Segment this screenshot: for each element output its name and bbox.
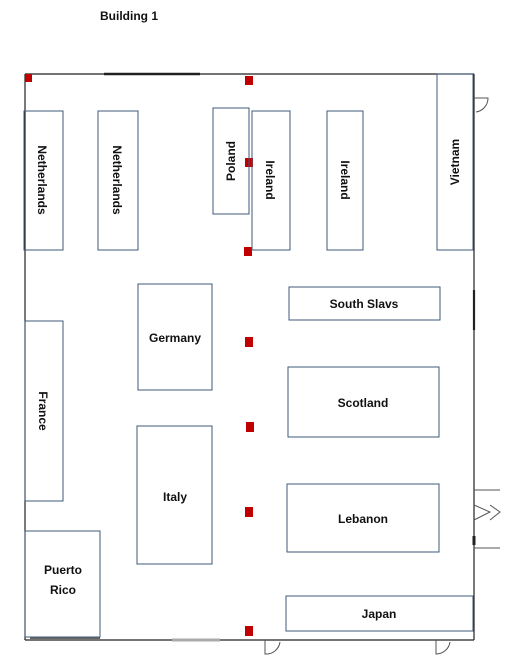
column-marker — [244, 247, 252, 256]
room-poland[interactable] — [212, 107, 250, 215]
column-marker — [245, 507, 253, 517]
room-label-japan: Japan — [362, 607, 397, 621]
room-france[interactable] — [24, 320, 64, 502]
door-right-double-leaf-2 — [489, 504, 501, 521]
door-right-top — [474, 97, 489, 113]
room-labels: Netherlands Netherlands Poland Ireland I… — [35, 139, 462, 621]
room-italy[interactable] — [136, 425, 213, 565]
room-netherlands-1[interactable] — [23, 110, 64, 251]
door-right-double-leaf-1 — [473, 504, 492, 521]
room-label-france: France — [36, 391, 50, 431]
room-label-south-slavs: South Slavs — [330, 297, 399, 311]
column-marker — [245, 337, 253, 347]
room-label-ireland-2: Ireland — [338, 160, 352, 199]
room-germany[interactable] — [137, 283, 213, 391]
room-japan[interactable] — [285, 595, 474, 632]
room-label-italy: Italy — [163, 490, 187, 504]
column-marker — [245, 76, 253, 85]
room-label-poland: Poland — [224, 141, 238, 181]
room-label-puerto-rico-line-1: Puerto — [44, 563, 82, 577]
room-puerto-rico[interactable] — [24, 530, 101, 638]
column-marker — [25, 74, 32, 82]
door-bottom-center — [264, 640, 281, 655]
room-label-ireland-1: Ireland — [263, 160, 277, 199]
column-marker — [246, 422, 254, 432]
door-bottom-right — [435, 640, 451, 655]
room-label-germany: Germany — [149, 331, 201, 345]
room-netherlands-2[interactable] — [97, 110, 139, 251]
room-ireland-1[interactable] — [251, 110, 291, 251]
room-scotland[interactable] — [287, 366, 440, 438]
room-label-puerto-rico-line-2: Rico — [50, 583, 76, 597]
diagram-title: Building 1 — [100, 9, 158, 23]
column-marker — [245, 626, 253, 636]
doors — [264, 97, 501, 655]
room-ireland-2[interactable] — [326, 110, 364, 251]
room-vietnam[interactable] — [436, 73, 474, 251]
rooms — [23, 73, 474, 638]
room-label-netherlands-2: Netherlands — [110, 145, 124, 215]
room-label-netherlands-1: Netherlands — [35, 145, 49, 215]
room-south-slavs[interactable] — [288, 286, 441, 321]
room-label-lebanon: Lebanon — [338, 512, 388, 526]
room-lebanon[interactable] — [286, 483, 440, 553]
room-label-scotland: Scotland — [338, 396, 389, 410]
room-label-vietnam: Vietnam — [448, 139, 462, 185]
column-markers — [25, 74, 254, 636]
